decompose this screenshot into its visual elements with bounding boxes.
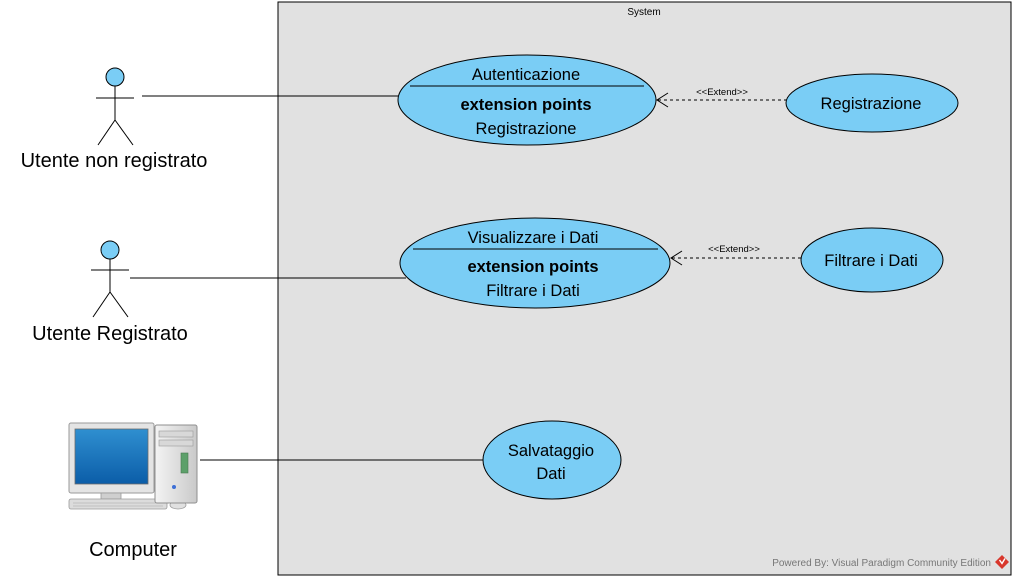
extend-filter-label: <<Extend>>	[708, 244, 760, 255]
actor-stick-figure-icon	[96, 67, 134, 146]
usecase-filter-data-title: Filtrare i Dati	[824, 252, 918, 270]
footer: Powered By: Visual Paradigm Community Ed…	[772, 555, 1009, 569]
usecase-registration[interactable]: Registrazione	[785, 73, 959, 133]
usecase-authentication-ext-point: Registrazione	[476, 120, 577, 138]
actor-stick-figure-icon	[91, 240, 129, 318]
actor-registered[interactable]: Utente Registrato	[32, 240, 188, 345]
extend-registration-label: <<Extend>>	[696, 87, 748, 98]
actor-computer-label: Computer	[89, 539, 177, 561]
actor-computer[interactable]: Computer	[68, 422, 198, 561]
extend-filter[interactable]: <<Extend>>	[670, 244, 801, 266]
usecase-view-data-ext-label: extension points	[467, 258, 598, 276]
system-title: System	[627, 7, 660, 18]
usecase-view-data-title: Visualizzare i Dati	[468, 229, 599, 247]
usecase-save-data-line2: Dati	[536, 465, 565, 483]
usecase-view-data[interactable]: Visualizzare i Dati extension points Fil…	[399, 217, 671, 309]
usecase-filter-data[interactable]: Filtrare i Dati	[800, 227, 944, 293]
usecase-authentication-ext-label: extension points	[460, 96, 591, 114]
usecase-save-data-line1: Salvataggio	[508, 442, 594, 460]
usecase-authentication-title: Autenticazione	[472, 66, 580, 84]
extend-registration[interactable]: <<Extend>>	[656, 87, 787, 108]
usecase-registration-title: Registrazione	[821, 95, 922, 113]
actor-non-registered-label: Utente non registrato	[21, 150, 208, 172]
usecase-save-data[interactable]: Salvataggio Dati	[482, 420, 622, 500]
actor-registered-label: Utente Registrato	[32, 323, 188, 345]
computer-icon	[68, 422, 198, 510]
actor-non-registered[interactable]: Utente non registrato	[21, 67, 208, 172]
visual-paradigm-logo-icon	[995, 555, 1009, 569]
usecase-view-data-ext-point: Filtrare i Dati	[486, 282, 580, 300]
footer-text: Powered By: Visual Paradigm Community Ed…	[772, 558, 991, 569]
usecase-authentication[interactable]: Autenticazione extension points Registra…	[397, 54, 657, 146]
